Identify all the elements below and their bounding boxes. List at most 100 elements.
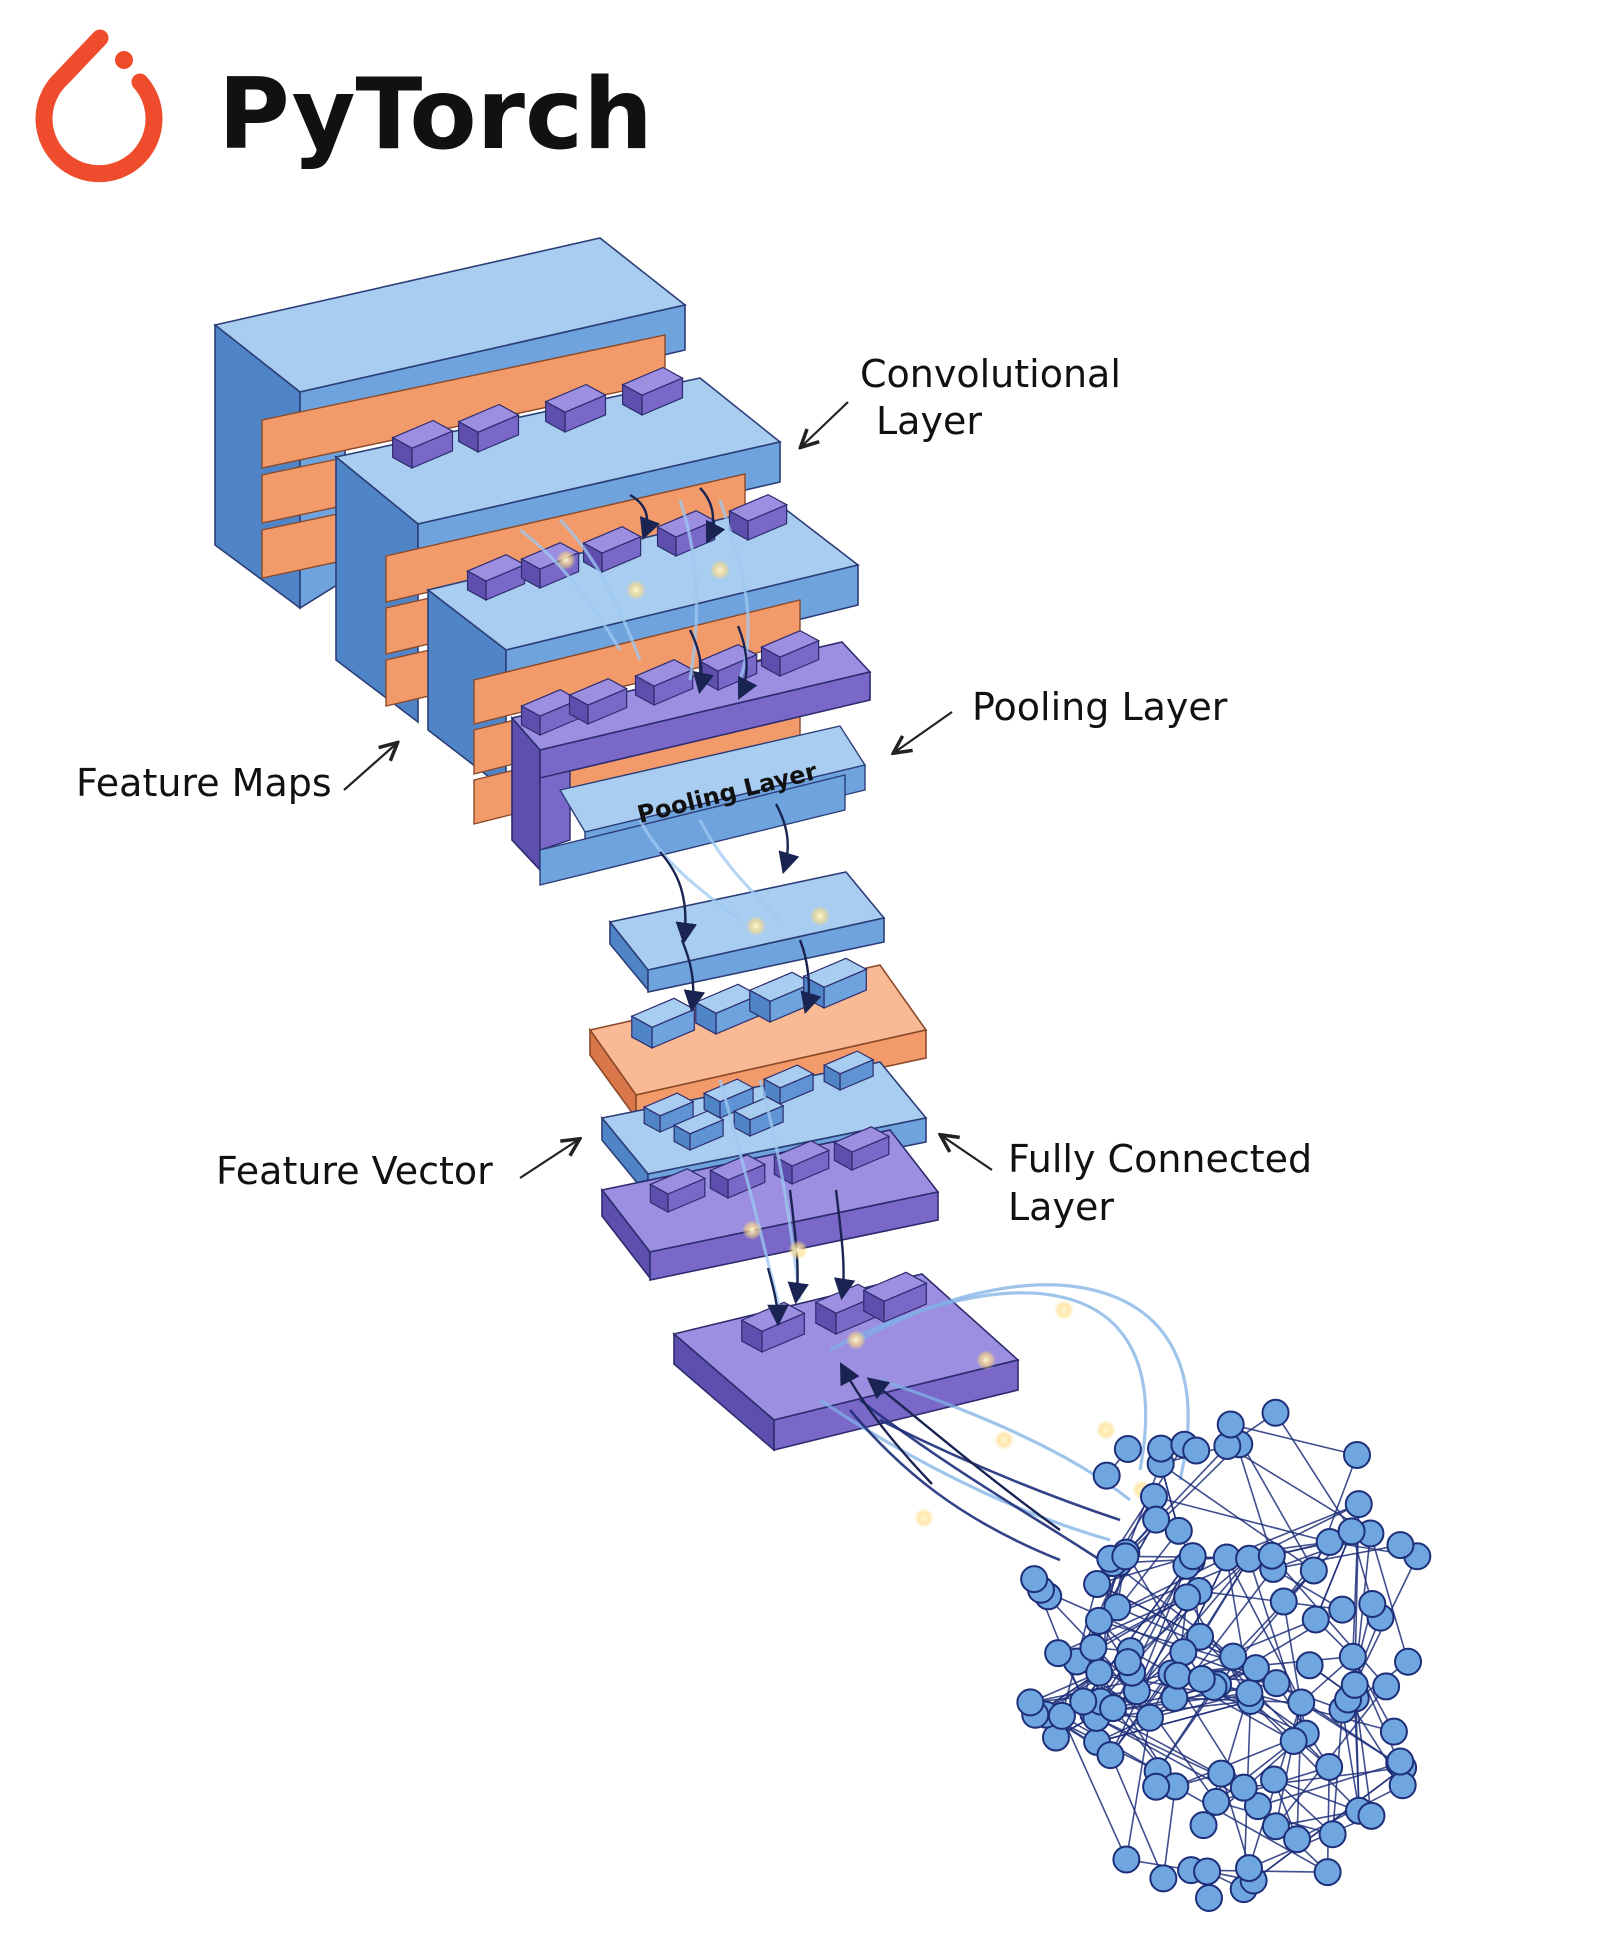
pooling-block-inner [539,770,571,851]
fully-connected-pointer-arrow [942,1136,993,1171]
pooling-block-front [539,670,871,780]
network-node [1295,1651,1324,1680]
conv-stack-3-cube-0-side [466,570,487,602]
network-node [1163,1661,1192,1690]
glow-spark-7 [846,1330,866,1350]
network-node [1337,1517,1366,1546]
conv-stack-3-cube-1-side [520,558,541,590]
network-node [1241,1654,1270,1683]
pooling-block [510,629,872,886]
network-node [1069,1687,1098,1716]
orange-slab-cube-0 [630,997,696,1050]
conv-stack-2-cube-0 [391,419,454,470]
fully-connected-label-line1: Fully Connected [1008,1137,1312,1181]
network-node [1164,1516,1193,1545]
pooling-block-cube-0-side [520,705,541,737]
network-node [1269,1587,1298,1616]
network-node [1372,1672,1401,1701]
network-node [1099,1694,1128,1723]
feature-vector-label: Feature Vector [216,1149,493,1193]
fully-connected-network-graph [1016,1398,1432,1913]
flow-stream-2 [678,499,699,681]
flow-stream-6 [758,1079,802,1301]
conv-stack-3-cube-4 [728,493,789,542]
network-node [1142,1505,1171,1534]
network-node [1084,1606,1113,1635]
network-node [1202,1787,1231,1816]
label-fully-connected-layer: Fully Connected Layer [942,1136,1312,1229]
flow-stream-1 [558,518,642,661]
network-node [1169,1638,1198,1667]
network-node [1243,1792,1272,1821]
network-edge [1061,1715,1128,1860]
label-feature-vector: Feature Vector [216,1140,578,1193]
network-node [1147,1434,1176,1463]
pooling-block-cube-1 [568,677,629,726]
network-node [1318,1820,1347,1849]
network-node [1340,1670,1369,1699]
network-node [1216,1410,1245,1439]
network-edge [1369,1533,1409,1662]
feature-maps-label: Feature Maps [76,761,332,805]
flow-arrow-9 [833,1189,856,1301]
glow-spark-5 [742,1220,762,1240]
label-convolutional-layer: Convolutional Layer [802,352,1121,446]
network-edge [1249,1692,1395,1733]
network-node [1313,1858,1342,1887]
network-node [1149,1864,1178,1893]
fc-slab-purple-cube-1-side [709,1169,729,1200]
network-node [1020,1565,1049,1594]
fc-slab-blue-cube-3-side [823,1064,841,1092]
network-node [1235,1679,1264,1708]
conv-stack-2-cube-1-side [458,420,479,454]
flow-arrow-5 [774,803,800,875]
network-node [1338,1642,1367,1671]
fc-slab-blue-cube-0 [642,1092,695,1134]
conv-stack-3-cube-4-side [728,510,749,542]
conv-stack-2-cube-3 [621,366,684,417]
network-node [1111,1542,1140,1571]
network-edge [1314,1531,1353,1620]
network-node [1079,1633,1108,1662]
network-node [1083,1570,1112,1599]
network-edge [1109,1596,1188,1756]
pooling-block-cube-4-side [760,646,781,678]
flow-arrow-2 [688,629,714,695]
output-slab-cube-0-side [741,1319,763,1354]
network-node [1173,1583,1202,1612]
network-node [1135,1703,1164,1732]
network-edge [1215,1740,1295,1803]
convolutional-label-line2: Layer [876,399,982,443]
orange-slab-cube-2-side [749,989,771,1024]
flow-arrow-11 [839,1362,933,1485]
fc-slab-purple-front [649,1191,939,1281]
network-node [1257,1541,1286,1570]
network-node [1379,1717,1408,1746]
network-node [1182,1436,1211,1465]
flow-stream-0 [519,528,622,651]
network-node [1283,1825,1312,1854]
flow-arrow-7 [798,939,822,1015]
network-node [1194,1884,1223,1913]
flow-stream-5 [698,819,782,922]
pooling-block-cube-2-side [634,675,655,707]
pooling-block-cube-4 [760,629,821,678]
network-node [1234,1854,1263,1883]
conv-stack-2-cube-1 [457,403,520,454]
network-edge [1174,1785,1329,1873]
output-slab-cube-1-side [815,1301,837,1336]
network-edge [1230,1423,1358,1456]
network-edge [1326,1766,1330,1873]
fc-slab-blue-cube-2 [762,1064,815,1106]
fc-slab-blue-cube-4-side [673,1124,691,1152]
glow-spark-2 [710,560,730,580]
network-node [1193,1857,1222,1886]
fc-slab-purple-cube-0-side [649,1183,669,1214]
network-node [1260,1765,1289,1794]
network-node [1279,1727,1308,1756]
network-node [1229,1773,1258,1802]
network-node [1344,1490,1373,1519]
network-edge [1275,1809,1360,1828]
network-nodes [1016,1398,1432,1913]
layer-blocks [213,237,1020,1452]
